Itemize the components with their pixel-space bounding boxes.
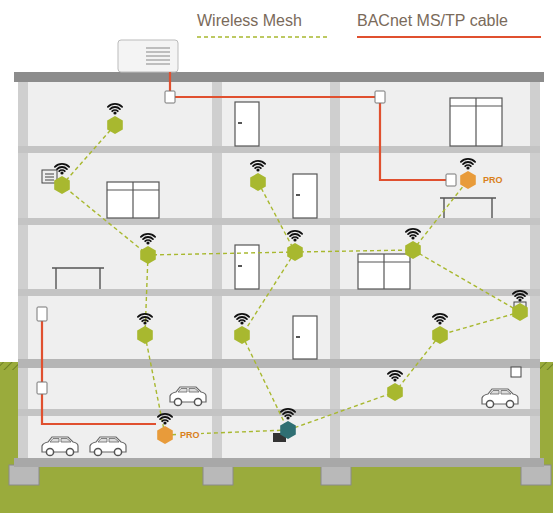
- pro-controller: PRO: [151, 411, 201, 445]
- device-label: PRO: [482, 175, 504, 186]
- pro-hexagon: [151, 411, 179, 445]
- legend-entry: Wireless Mesh: [197, 12, 302, 30]
- cable-junctions: [37, 91, 456, 394]
- legend-text: Wireless Mesh: [197, 12, 302, 29]
- building-interior: [18, 82, 540, 465]
- doors: [235, 102, 317, 359]
- legend-line-sample: [197, 36, 330, 38]
- mesh-devices: [54, 104, 528, 439]
- wall-devices: [42, 170, 526, 442]
- door-handles: [238, 122, 300, 338]
- legend-text: BACnet MS/TP cable: [357, 12, 508, 29]
- tables: [52, 198, 496, 289]
- wireless-mesh-links: [62, 125, 520, 435]
- device-label: PRO: [179, 430, 201, 441]
- legend-line-sample: [357, 36, 541, 38]
- floor-slabs: [14, 146, 544, 467]
- columns: [18, 82, 540, 467]
- bacnet-cable: [42, 72, 452, 424]
- legend-entry: BACnet MS/TP cable: [357, 12, 508, 30]
- cars: [42, 387, 518, 456]
- footings: [9, 465, 551, 485]
- roof-slab: [14, 72, 544, 82]
- pro-controller: PRO: [454, 156, 504, 190]
- rooftop-unit: [118, 40, 178, 72]
- pro-hexagon: [454, 156, 482, 190]
- cabinets: [107, 98, 502, 289]
